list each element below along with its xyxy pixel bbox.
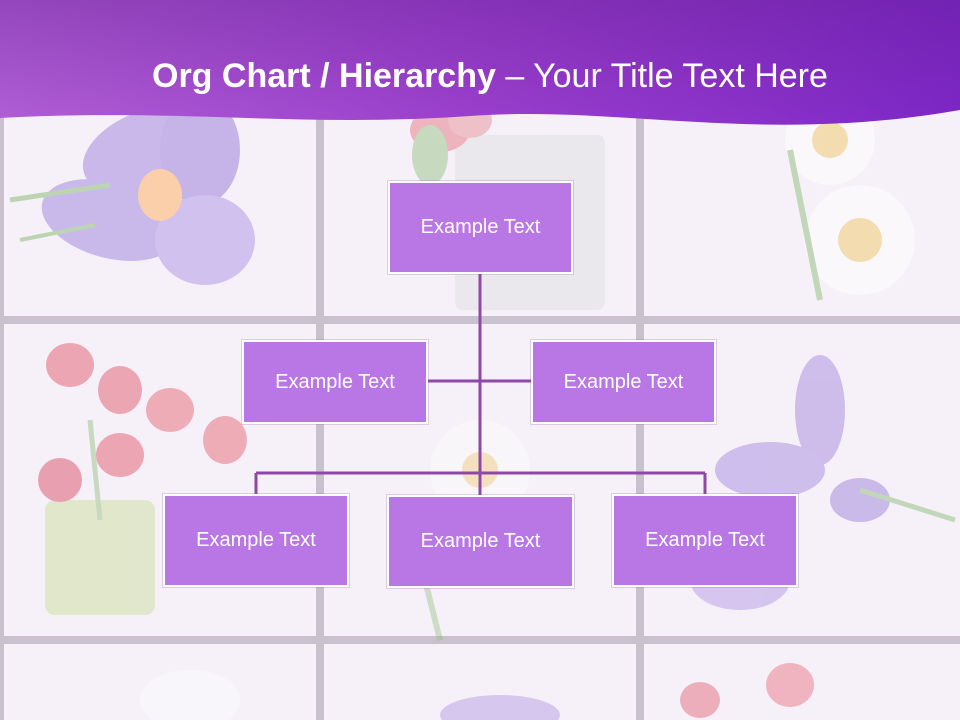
daffodil-photo	[785, 95, 915, 301]
tulips-can-photo	[38, 343, 247, 615]
org-node-child-1[interactable]: Example Text	[163, 494, 349, 587]
slide-title: Org Chart / Hierarchy – Your Title Text …	[152, 52, 828, 100]
org-node-child-3[interactable]: Example Text	[612, 494, 798, 587]
title-regular: Your Title Text Here	[533, 57, 828, 95]
title-bold: Org Chart / Hierarchy	[152, 57, 496, 95]
crocus-photo	[9, 95, 255, 285]
header-banner	[0, 0, 960, 125]
org-node-assistant-left[interactable]: Example Text	[242, 340, 428, 424]
org-node-root[interactable]: Example Text	[388, 181, 573, 274]
title-separator: –	[495, 57, 534, 95]
org-node-child-2[interactable]: Example Text	[387, 495, 574, 588]
org-node-assistant-right[interactable]: Example Text	[531, 340, 716, 424]
